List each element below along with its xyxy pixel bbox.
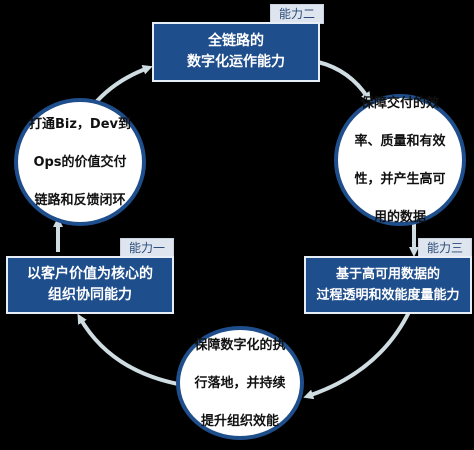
capability-2-line1: 全链路的 [208,33,264,49]
arrow-top-right [317,60,371,103]
capability-1-line2: 组织协同能力 [48,287,132,303]
capability-1-box: 以客户价值为核心的 组织协同能力 [6,256,174,314]
capability-3-line2: 过程透明和效能度量能力 [316,288,460,303]
arrow-bottom-right [303,309,412,400]
outcome-execution-line3: 提升组织效能 [200,413,279,429]
arrow-bottom-left [77,313,179,386]
outcome-delivery-line4: 用的数据 [373,209,426,225]
outcome-delivery-line2: 率、质量和有效 [354,133,446,149]
outcome-circle-value-loop: 打通Biz，Dev到 Ops的价值交付 链路和反馈闭环 [14,98,146,226]
capability-3-line1: 基于高可用数据的 [335,267,440,282]
capability-1-line1: 以客户价值为核心的 [27,266,153,282]
capability-2-box: 全链路的 数字化运作能力 [152,22,320,82]
outcome-value-loop-line3: 链路和反馈闭环 [34,192,126,208]
outcome-value-loop-line1: 打通Biz，Dev到 [28,116,131,132]
outcome-delivery-line1: 保障交付的效 [360,95,439,111]
outcome-circle-delivery: 保障交付的效 率、质量和有效 性，并产生高可 用的数据 [334,94,466,226]
capability-3-box: 基于高可用数据的 过程透明和效能度量能力 [304,256,472,314]
capability-2-tag: 能力二 [270,4,324,24]
capability-2-line2: 数字化运作能力 [187,54,285,70]
outcome-value-loop-line2: Ops的价值交付 [33,154,127,170]
capability-1-tag: 能力一 [120,238,174,258]
outcome-delivery-line3: 性，并产生高可 [354,171,446,187]
outcome-circle-execution: 保障数字化的执 行落地，并持续 提升组织效能 [176,326,304,440]
outcome-execution-line1: 保障数字化的执 [194,337,286,353]
outcome-execution-line2: 行落地，并持续 [194,375,286,391]
